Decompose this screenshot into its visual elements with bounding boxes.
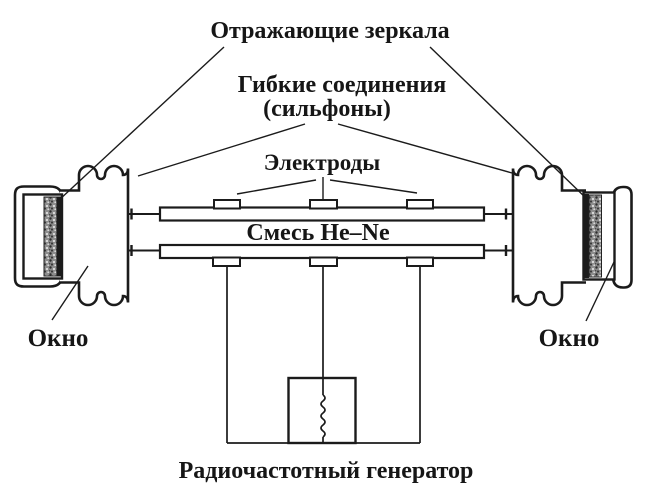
leader-bellows-left: [137, 123, 306, 177]
label-flexible-joints-line2: (сильфоны): [263, 96, 391, 122]
mirror-backing-left: [56, 196, 62, 277]
label-window-left: Окно: [28, 325, 89, 352]
mirror-assembly-right: [511, 164, 633, 307]
end-cap-right: [611, 185, 633, 289]
leader-window-right: [585, 261, 615, 322]
label-rf-generator: Радиочастотный генератор: [179, 458, 474, 484]
leader-electrode-left: [236, 179, 317, 195]
bellows-left: [60, 164, 130, 307]
electrode-bottom-left: [212, 256, 241, 267]
mirror-coating-right: [588, 194, 602, 278]
rf-generator-box: [287, 376, 357, 445]
leader-bellows-right: [337, 123, 513, 174]
text-labels: Отражающие зеркала Гибкие соединения (си…: [28, 18, 600, 484]
mirror-assembly-left: [13, 164, 130, 307]
leader-lines: [51, 46, 615, 322]
joint-tick-marks: [130, 208, 508, 256]
label-gas-mixture: Смесь He–Ne: [246, 220, 390, 246]
tube-bottom-wall: [158, 243, 486, 260]
generator-coil: [320, 394, 326, 438]
leader-mirror-left: [57, 46, 225, 202]
label-mirrors: Отражающие зеркала: [210, 18, 449, 44]
label-flexible-joints-line1: Гибкие соединения: [238, 72, 447, 98]
bellows-right: [511, 164, 586, 307]
discharge-tube: [129, 206, 513, 260]
rf-generator-circuit: [226, 266, 421, 445]
leader-mirror-right: [429, 46, 589, 201]
electrode-top-right: [406, 199, 434, 210]
mirror-coating-left: [43, 196, 58, 277]
electrode-top-left: [213, 199, 241, 210]
leader-electrode-right: [329, 179, 418, 194]
electrode-top-middle: [309, 199, 338, 210]
label-window-right: Окно: [539, 325, 600, 352]
electrode-bottom-middle: [309, 256, 338, 267]
electrode-bottom-right: [406, 256, 434, 267]
label-electrodes: Электроды: [264, 150, 381, 175]
leader-window-left: [51, 265, 89, 321]
mirror-backing-right: [583, 194, 589, 278]
